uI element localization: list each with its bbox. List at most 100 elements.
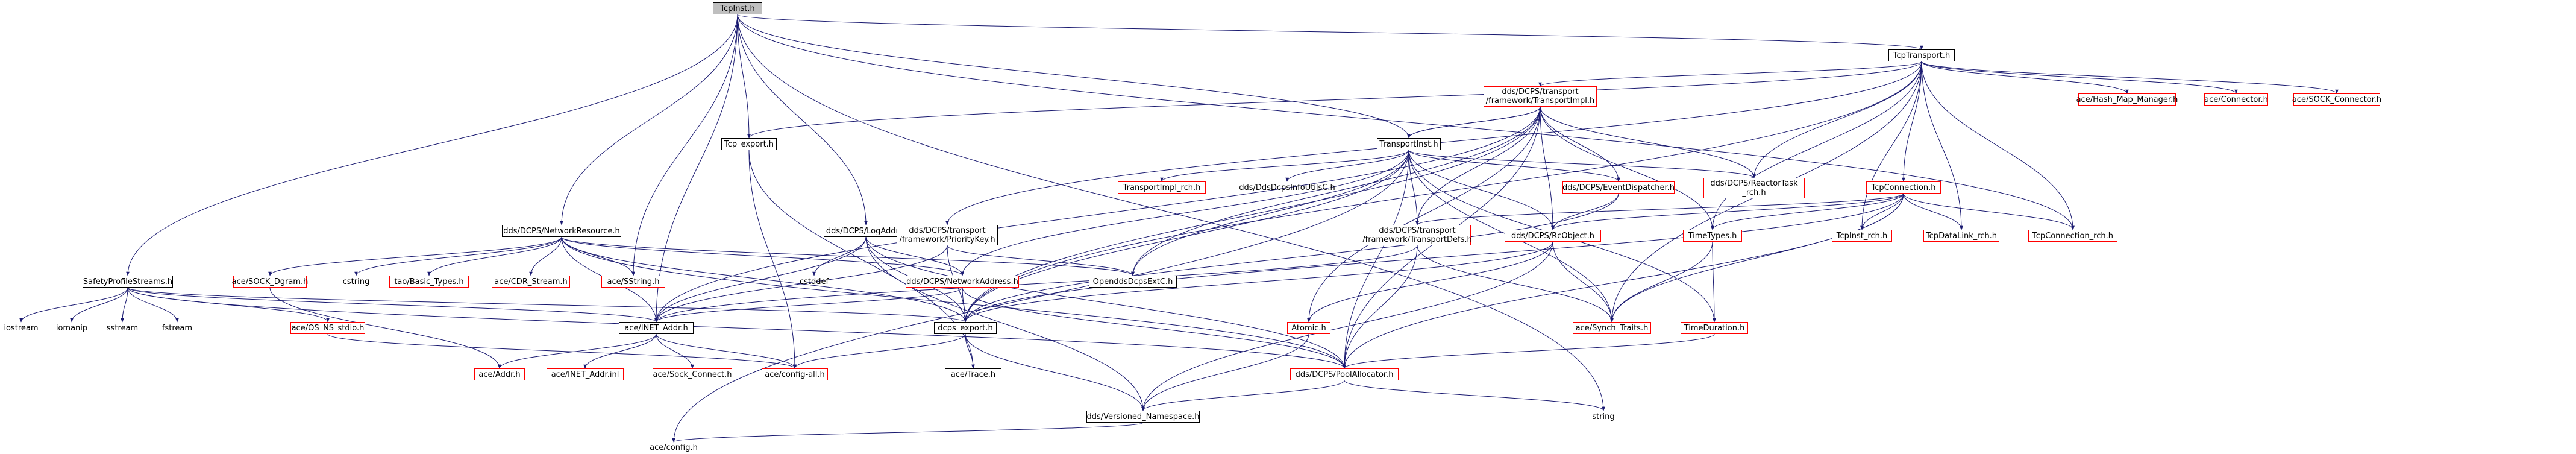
node-ace-sock-connect[interactable]: ace/Sock_Connect.h bbox=[653, 368, 732, 380]
edge-layer bbox=[19, 14, 2339, 443]
node-atomic[interactable]: Atomic.h bbox=[1287, 322, 1330, 334]
node-label: ace/Sock_Connect.h bbox=[653, 370, 732, 379]
node-ace-sstring[interactable]: ace/SString.h bbox=[601, 276, 665, 288]
edge-tcpconnection-to-transportdefs bbox=[1415, 193, 1904, 225]
node-transport-impl-rch[interactable]: TransportImpl_rch.h bbox=[1118, 181, 1206, 194]
node-reactor-task-rch[interactable]: dds/DCPS/ReactorTask_rch.h bbox=[1703, 178, 1805, 198]
edge-tcpconnection-to-poolallocator bbox=[1343, 193, 1904, 369]
edge-netres-to-sstring bbox=[561, 236, 635, 276]
node-ace-synch-traits[interactable]: ace/Synch_Traits.h bbox=[1573, 322, 1651, 334]
edge-safety-to-fstream bbox=[127, 287, 179, 323]
node-ace-sock-dgram[interactable]: ace/SOCK_Dgram.h bbox=[232, 276, 308, 288]
edge-tcpconnection-to-tcpdatalink_rch bbox=[1903, 193, 1963, 230]
edge-tcpconnection-to-timetypes bbox=[1711, 193, 1904, 230]
node-label: ace/INET_Addr.inl bbox=[551, 370, 619, 379]
node-ace-inet-addr[interactable]: ace/INET_Addr.h bbox=[619, 322, 694, 334]
node-tao-basic-types[interactable]: tao/Basic_Types.h bbox=[389, 276, 469, 288]
node-ace-addr[interactable]: ace/Addr.h bbox=[474, 368, 525, 380]
node-safety-profile-streams[interactable]: SafetyProfileStreams.h bbox=[83, 276, 173, 288]
node-fstream[interactable]: fstream bbox=[160, 322, 194, 334]
node-priority-key[interactable]: dds/DCPS/transport/framework/PriorityKey… bbox=[897, 225, 998, 245]
node-label-line-2: /framework/TransportDefs.h bbox=[1362, 235, 1472, 244]
node-dcps-export[interactable]: dcps_export.h bbox=[934, 322, 997, 334]
edge-tcptransport-to-hash_map bbox=[1921, 61, 2129, 94]
node-ace-sock-connector[interactable]: ace/SOCK_Connector.h bbox=[2292, 93, 2381, 106]
node-versioned-namespace[interactable]: dds/Versioned_Namespace.h bbox=[1086, 411, 1200, 423]
node-iostream[interactable]: iostream bbox=[4, 322, 39, 334]
edge-logaddr-to-cstddef bbox=[812, 236, 867, 276]
edge-safety-to-os_ns_stdio bbox=[127, 287, 330, 323]
node-ace-trace[interactable]: ace/Trace.h bbox=[945, 368, 1001, 380]
node-iomanip[interactable]: iomanip bbox=[55, 322, 88, 334]
node-tcp-connection-rch[interactable]: TcpConnection_rch.h bbox=[2028, 230, 2117, 242]
node-time-duration[interactable]: TimeDuration.h bbox=[1681, 322, 1748, 334]
edge-rcobject-to-versioned_ns bbox=[1141, 241, 1553, 411]
node-label: SafetyProfileStreams.h bbox=[83, 277, 173, 286]
node-ace-os-ns-stdio[interactable]: ace/OS_NS_stdio.h bbox=[290, 322, 365, 334]
node-log-addr[interactable]: dds/DCPS/LogAddr.h bbox=[824, 225, 908, 237]
edge-tcptransport-to-tcp_export bbox=[747, 61, 1922, 139]
edge-transportimpl-to-atomic bbox=[1307, 106, 1541, 323]
edge-transportinst-to-transportdefs bbox=[1408, 150, 1419, 225]
node-opendds-dcps-ext[interactable]: OpenddsDcpsExtC.h bbox=[1089, 276, 1177, 288]
node-ace-inet-addr-inl[interactable]: ace/INET_Addr.inl bbox=[547, 368, 624, 380]
node-tcp-export[interactable]: Tcp_export.h bbox=[721, 138, 777, 150]
edge-versioned_ns-to-config bbox=[672, 422, 1144, 443]
edge-tcptransport-to-tcpconnection bbox=[1902, 61, 1922, 182]
edge-tcptransport-to-tcpdatalink_rch bbox=[1921, 61, 1963, 230]
edge-tcptransport-to-sock_connector bbox=[1921, 61, 2339, 94]
edge-timetypes-to-timeduration bbox=[1712, 241, 1716, 323]
node-ace-hash-map-manager[interactable]: ace/Hash_Map_Manager.h bbox=[2076, 93, 2178, 106]
node-label: iomanip bbox=[55, 323, 88, 333]
node-pool-allocator[interactable]: dds/DCPS/PoolAllocator.h bbox=[1290, 368, 1399, 380]
node-tcp-transport[interactable]: TcpTransport.h bbox=[1888, 49, 1955, 61]
node-string[interactable]: string bbox=[1589, 411, 1618, 423]
node-label: dds/DCPS/LogAddr.h bbox=[826, 226, 906, 236]
edge-tcptransport-to-timetypes bbox=[1711, 61, 1922, 230]
edge-inet_addr-to-config_all bbox=[656, 333, 797, 369]
node-network-address[interactable]: dds/DCPS/NetworkAddress.h bbox=[906, 276, 1019, 288]
node-event-dispatcher[interactable]: dds/DCPS/EventDispatcher.h bbox=[1562, 181, 1675, 194]
node-label: dds/DCPS/NetworkResource.h bbox=[503, 226, 620, 236]
edge-tcptransport-to-tcpconnection_rch bbox=[1921, 61, 2075, 230]
edge-inet_addr-to-sock_connect bbox=[656, 333, 694, 369]
node-tcp-datalink-rch[interactable]: TcpDataLink_rch.h bbox=[1923, 230, 1999, 242]
node-label: ace/Addr.h bbox=[478, 370, 521, 379]
node-tcpinst[interactable]: TcpInst.h bbox=[713, 2, 762, 14]
edge-tcpinst-to-tcpconnection_rch bbox=[737, 14, 2075, 230]
edge-transportdefs-to-poolallocator bbox=[1343, 245, 1418, 369]
node-tcp-inst-rch[interactable]: TcpInst_rch.h bbox=[1832, 230, 1892, 242]
node-transport-impl[interactable]: dds/DCPS/transport/framework/TransportIm… bbox=[1484, 86, 1597, 107]
node-sstream[interactable]: sstream bbox=[105, 322, 139, 334]
edge-tcp_export-to-config_all bbox=[748, 150, 797, 369]
edge-tcpinst-to-sstring bbox=[631, 14, 738, 276]
node-label-line-1: dds/DCPS/transport bbox=[1379, 226, 1456, 235]
node-transport-inst[interactable]: TransportInst.h bbox=[1377, 138, 1441, 150]
edge-safety-to-sstream bbox=[121, 287, 128, 323]
edge-transportinst-to-transportimpl_rch bbox=[1160, 150, 1409, 182]
node-rc-object[interactable]: dds/DCPS/RcObject.h bbox=[1505, 230, 1601, 242]
node-ace-config-all[interactable]: ace/config-all.h bbox=[762, 368, 828, 380]
edge-tcpinst-to-safety bbox=[126, 14, 738, 276]
edge-netres-to-dcps_export bbox=[561, 236, 967, 323]
node-transport-defs[interactable]: dds/DCPS/transport/framework/TransportDe… bbox=[1362, 225, 1472, 245]
node-label: OpenddsDcpsExtC.h bbox=[1092, 277, 1173, 286]
node-tcp-connection[interactable]: TcpConnection.h bbox=[1866, 181, 1941, 194]
node-cstring[interactable]: cstring bbox=[339, 276, 373, 288]
edge-dcps_export-to-config_all bbox=[793, 333, 966, 369]
node-time-types[interactable]: TimeTypes.h bbox=[1683, 230, 1742, 242]
edge-transportimpl-to-rcobject bbox=[1540, 106, 1555, 230]
edge-safety-to-poolallocator bbox=[127, 287, 1346, 369]
node-ace-connector[interactable]: ace/Connector.h bbox=[2204, 93, 2268, 106]
edge-tcpconnection-to-rcobject bbox=[1551, 193, 1904, 230]
edge-transportdefs-to-synch_traits bbox=[1417, 245, 1614, 323]
edge-eventdispatcher-to-dcps_export bbox=[964, 193, 1619, 323]
node-cstddef[interactable]: cstddef bbox=[797, 276, 831, 288]
node-ace-config[interactable]: ace/config.h bbox=[644, 442, 704, 453]
node-ace-cdr-stream[interactable]: ace/CDR_Stream.h bbox=[492, 276, 570, 288]
edge-transportimpl-to-inet_addr bbox=[654, 106, 1541, 323]
edge-safety-to-iostream bbox=[19, 287, 128, 323]
node-dds-info-utils[interactable]: dds/DdsDcpsInfoUtilsC.h bbox=[1236, 181, 1338, 194]
edge-sock_dgram-to-addr bbox=[269, 287, 501, 369]
node-network-resource[interactable]: dds/DCPS/NetworkResource.h bbox=[502, 225, 621, 237]
